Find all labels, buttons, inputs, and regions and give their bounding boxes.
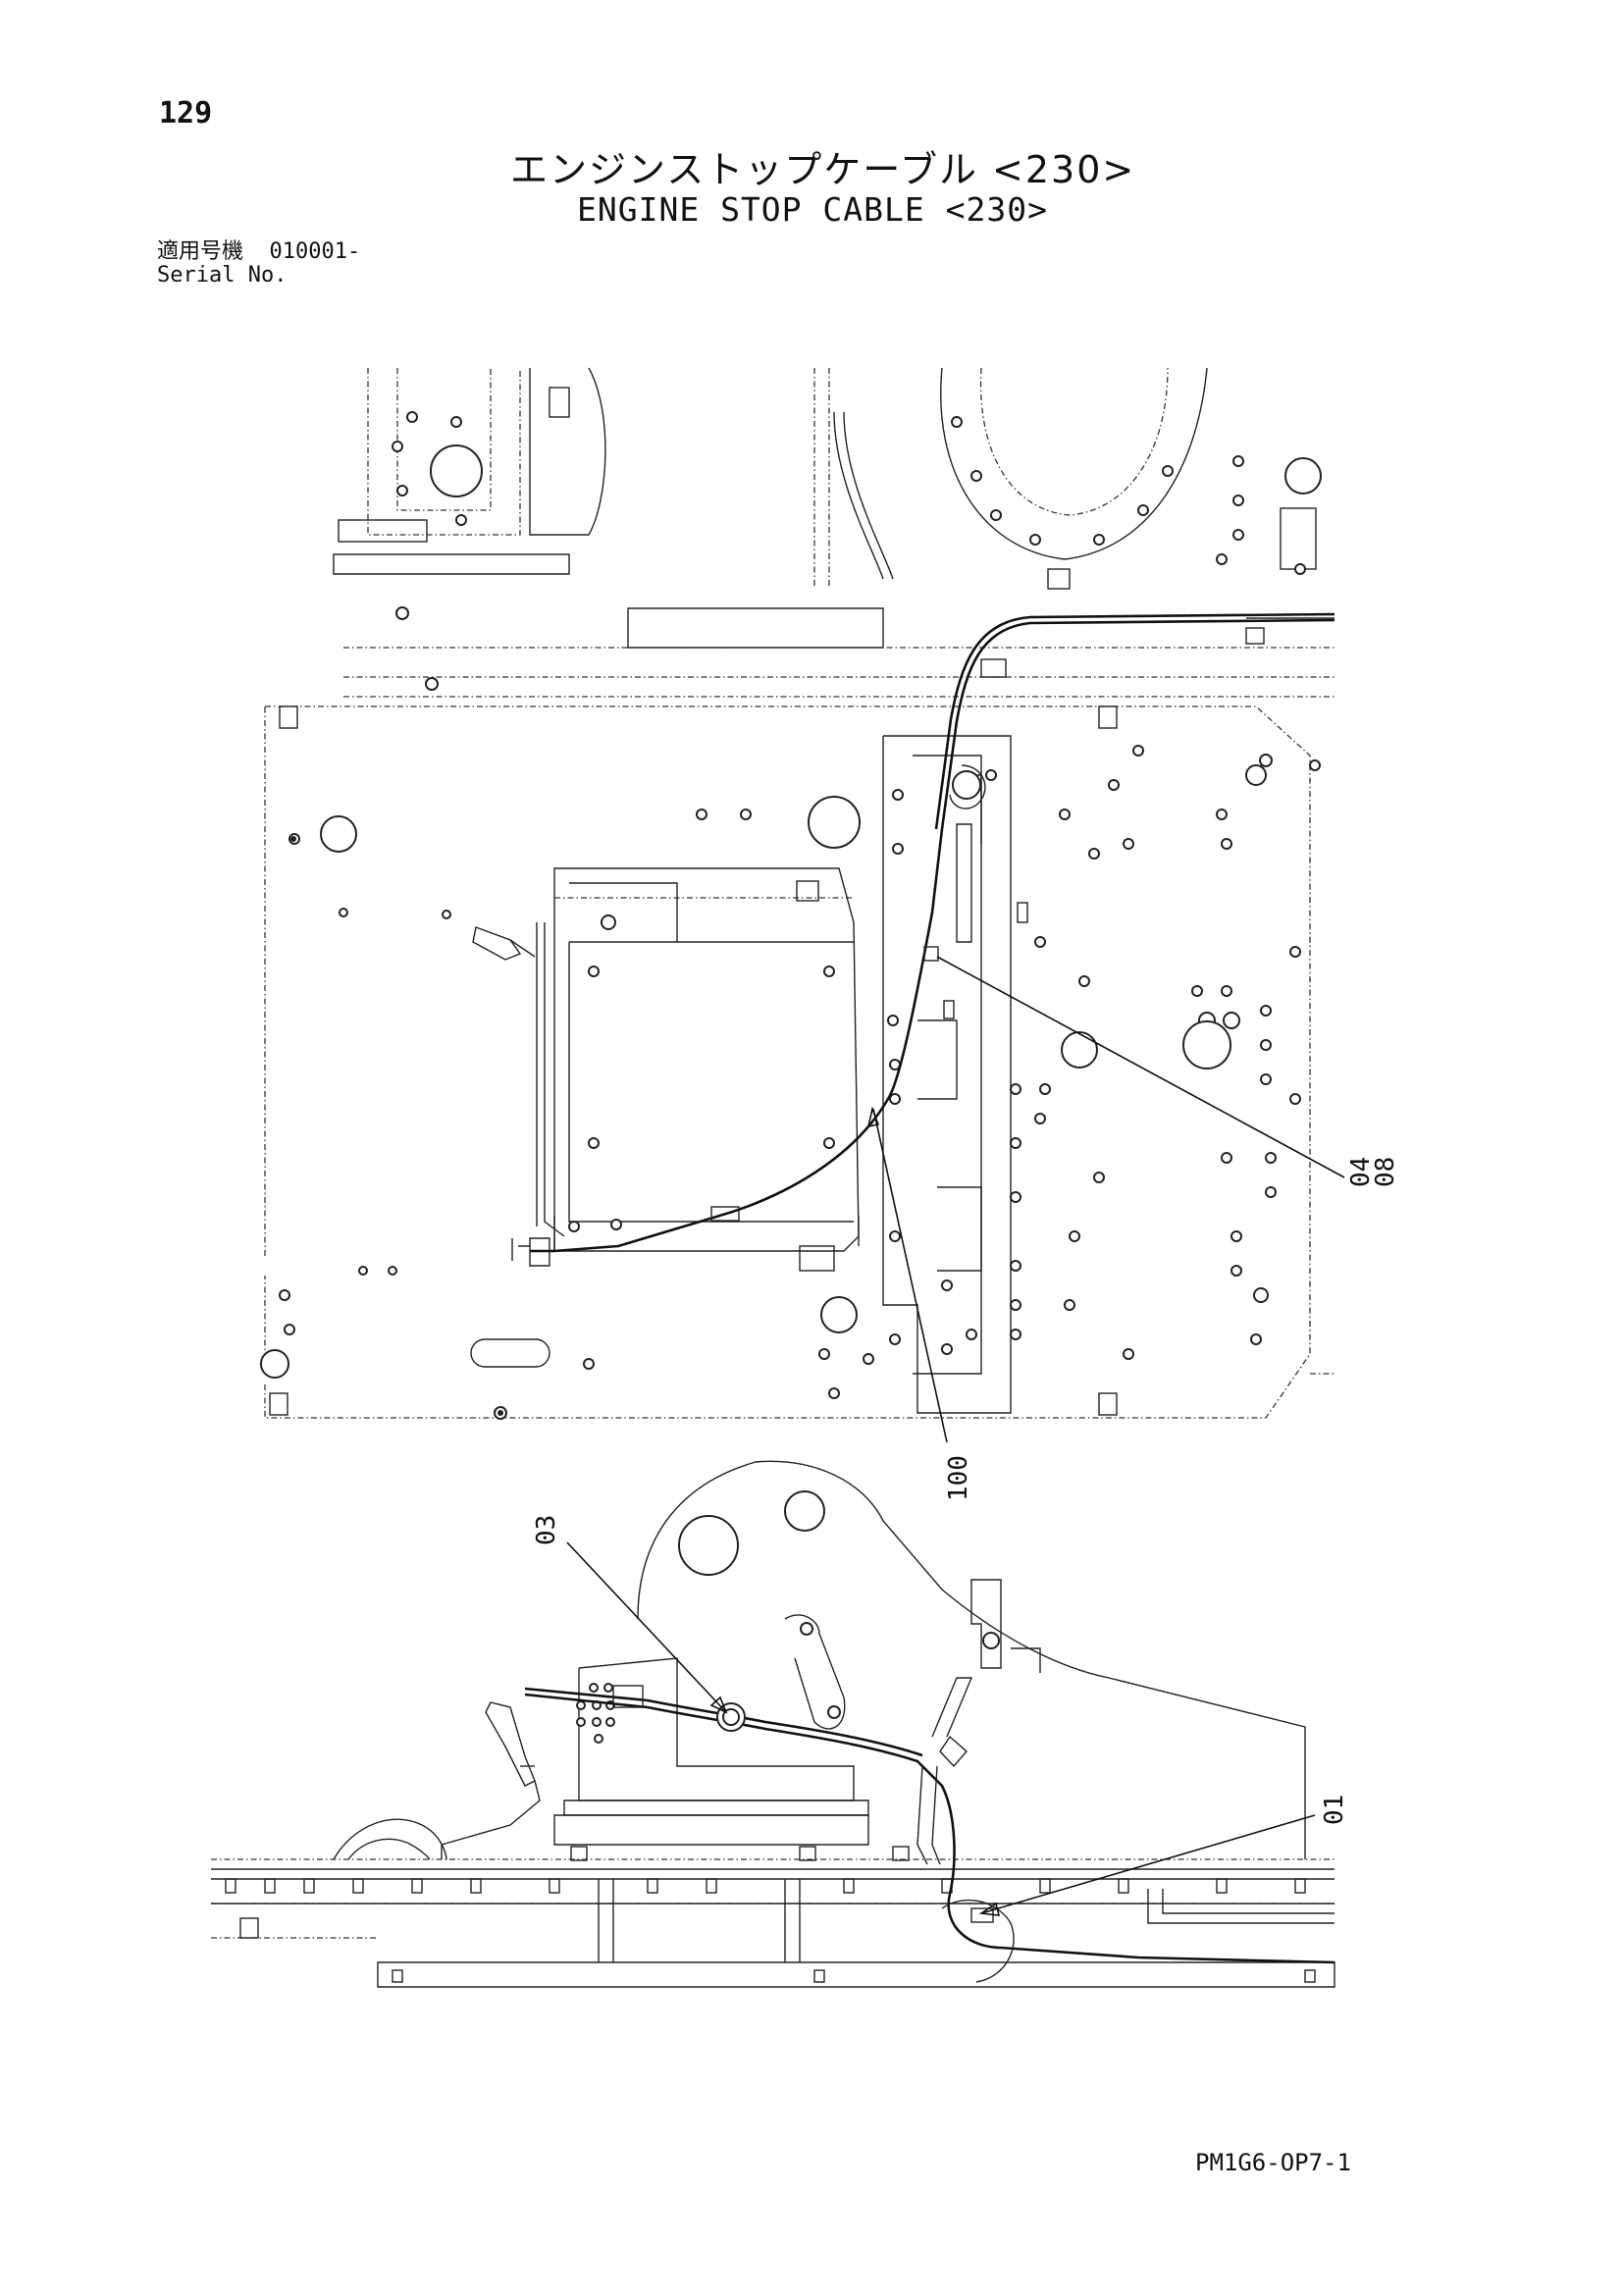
top-view <box>260 367 1335 1420</box>
chassis-bolts <box>225 1878 1316 1983</box>
callout-100: 100 <box>944 1455 973 1501</box>
engine-stop-cable-top <box>511 612 1335 1267</box>
callout-08: 08 <box>1371 1157 1400 1187</box>
engine-stop-cable-side <box>524 1677 1335 1983</box>
drawing-id: PM1G6-OP7-1 <box>1195 2149 1351 2176</box>
stop-knob-handle <box>472 926 522 961</box>
callout-01: 01 <box>1320 1795 1349 1825</box>
side-bracket-bolts <box>576 1683 615 1744</box>
serial-label-english: Serial No. <box>157 263 288 287</box>
control-box-assembly <box>536 867 860 1272</box>
serial-label-japanese: 適用号機 <box>157 239 244 264</box>
lower-chassis <box>211 1858 1335 1988</box>
right-mount-bracket <box>882 735 1012 1414</box>
callout-03: 03 <box>532 1515 561 1545</box>
serial-applicability: 適用号機 010001- Serial No. <box>157 240 360 287</box>
callout-04: 04 <box>1346 1157 1376 1187</box>
serial-value: 010001- <box>269 239 361 264</box>
callout-leaders <box>566 956 1345 1916</box>
side-frame <box>333 1460 1306 1861</box>
page-title-english: ENGINE STOP CABLE <230> <box>577 190 1048 229</box>
upper-frame-plate <box>264 705 1335 1419</box>
engine-block-top <box>333 367 1335 698</box>
page-title-japanese: エンジンストップケーブル <230> <box>510 148 1136 191</box>
bolt-holes-top-view <box>260 411 1322 1420</box>
part-callouts: 04 08 100 03 01 <box>532 1157 1400 1825</box>
side-view <box>211 1460 1335 1988</box>
page-number: 129 <box>159 96 213 130</box>
